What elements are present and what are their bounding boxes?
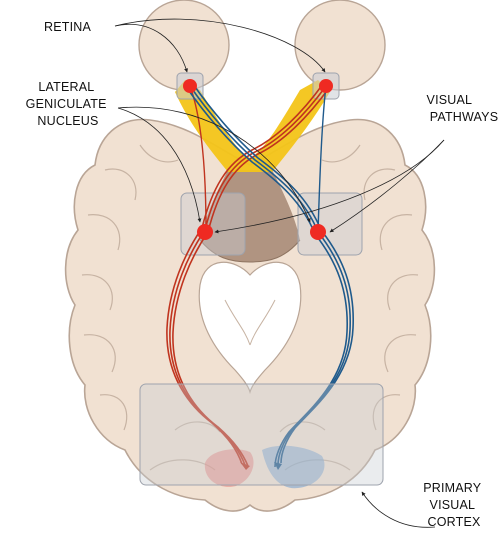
right-eye: [295, 0, 385, 90]
left-retina-node: [183, 79, 197, 93]
primary-visual-cortex-label: PRIMARY VISUAL CORTEX: [423, 481, 485, 529]
right-retina-node: [319, 79, 333, 93]
right-lgn-node: [310, 224, 326, 240]
visual-pathways-label: VISUAL PATHWAYS: [427, 93, 499, 124]
eyes: [139, 0, 385, 90]
right-lgn-box: [298, 193, 362, 255]
lgn-label: LATERAL GENICULATE NUCLEUS: [26, 80, 111, 128]
left-lgn-node: [197, 224, 213, 240]
retina-label: RETINA: [44, 20, 91, 34]
visual-cortex-box: [140, 384, 383, 485]
